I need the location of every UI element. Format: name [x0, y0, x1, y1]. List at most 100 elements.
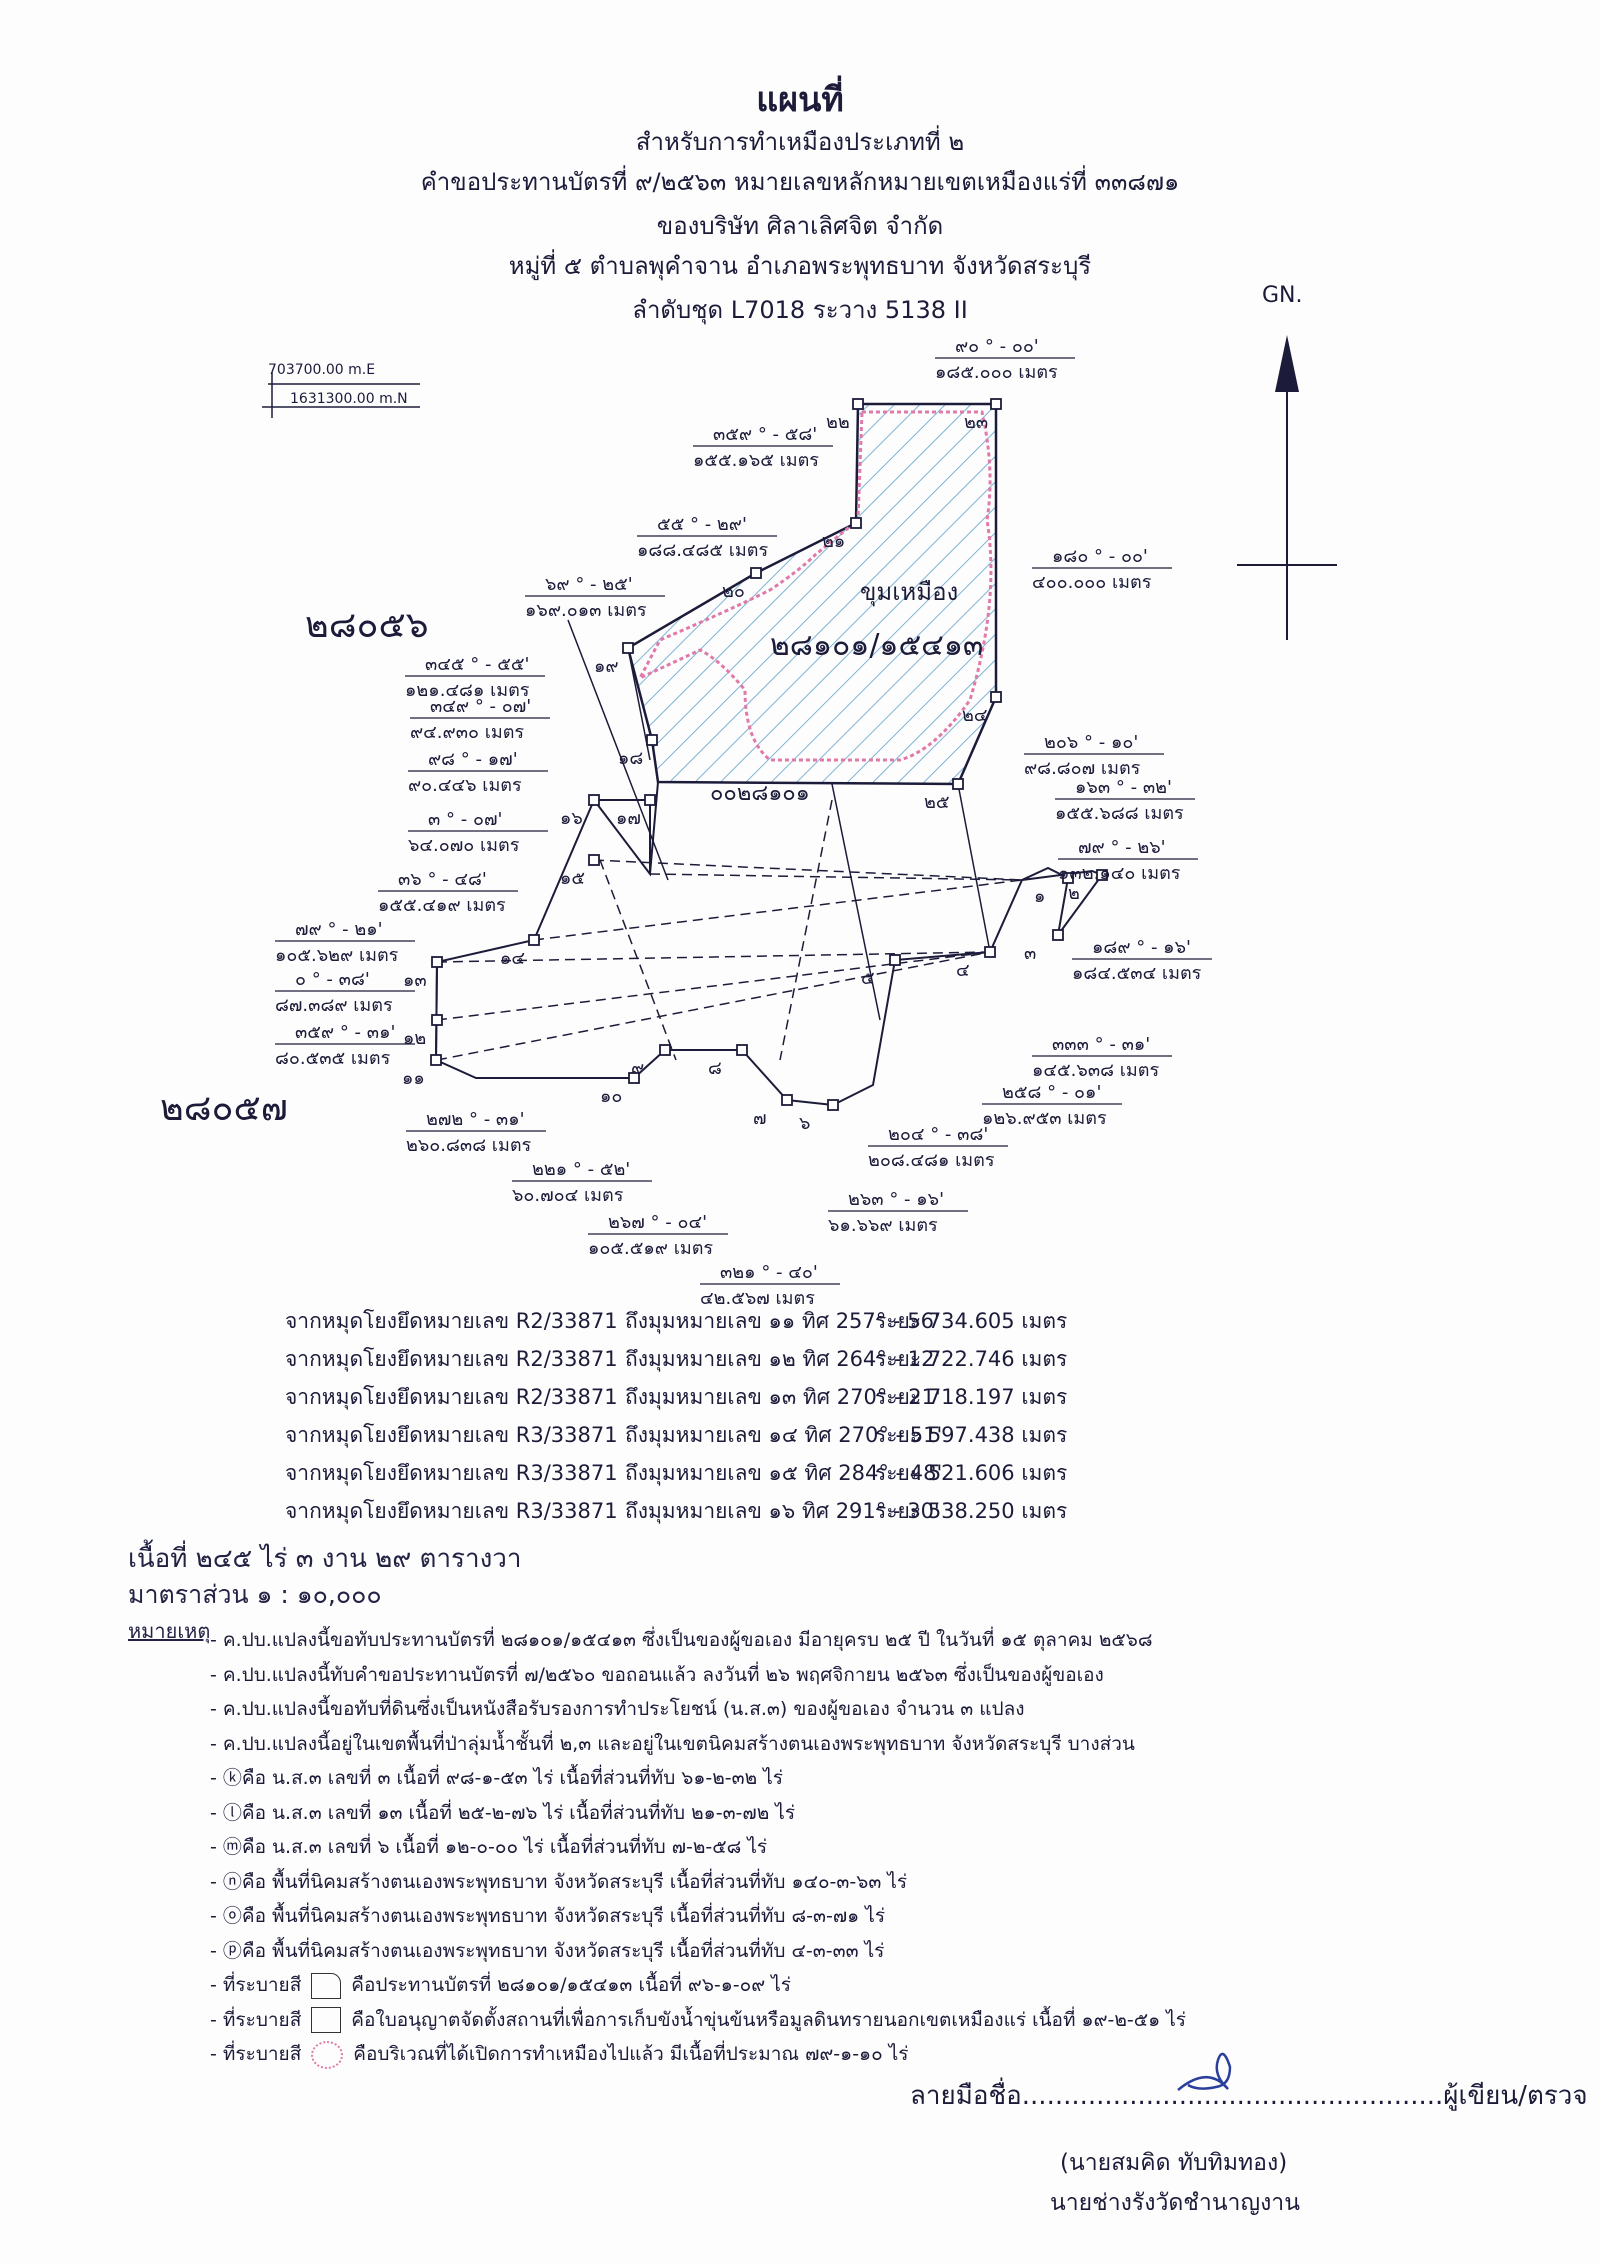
tie-distance-from: จากหมุดโยงยึดหมายเลข R2/33871	[285, 1309, 618, 1333]
tie-distance-dist: ระยะ 722.746 เมตร	[875, 1347, 1068, 1371]
corner-number: ๓	[1024, 943, 1036, 964]
tie-distance-from: จากหมุดโยงยึดหมายเลข R3/33871	[285, 1499, 618, 1523]
application-boundary	[434, 781, 1104, 1107]
remark-item: - ค.ปบ.แปลงนี้ขอทับประทานบัตรที่ ๒๘๑๐๑/๑…	[210, 1629, 1153, 1651]
bearing-angle: ๓๔๙ ° - ๐๗'	[430, 696, 531, 717]
bearing-distance: ๘๗.๓๘๙ เมตร	[275, 995, 393, 1016]
legend-text: คือประทานบัตรที่ ๒๘๑๐๑/๑๕๔๑๓ เนื้อที่ ๙๖…	[351, 1974, 791, 1996]
corner-marker	[750, 567, 762, 579]
tie-distance-row: จากหมุดโยงยึดหมายเลข R2/33871 ถึงมุมหมายเ…	[285, 1305, 1075, 1338]
legend-swatch-icon	[311, 2040, 344, 2069]
bearing-distance: ๙๐.๔๔๖ เมตร	[408, 775, 522, 796]
legend-text: คือใบอนุญาตจัดตั้งสถานที่เพื่อการเก็บขัง…	[351, 2008, 1186, 2031]
bearing-angle: ๒๖๗ ° - ๐๔'	[608, 1212, 707, 1233]
bearing-angle: ๒๒๑ ° - ๕๒'	[532, 1159, 630, 1180]
bearing-angle: ๙๐ ° - ๐๐'	[955, 336, 1039, 357]
legend-item: - ที่ระบายสี คือประทานบัตรที่ ๒๘๑๐๑/๑๕๔๑๓…	[210, 1970, 791, 2000]
remark-item: - ค.ปบ.แปลงนี้ขอทับที่ดินซึ่งเป็นหนังสือ…	[210, 1698, 1025, 1720]
bearing-distance: ๔๐๐.๐๐๐ เมตร	[1032, 572, 1152, 593]
bearing-distance: ๒๐๘.๔๘๑ เมตร	[868, 1150, 995, 1171]
corner-marker	[1052, 929, 1064, 941]
bearing-angle: ๕๕ ° - ๒๙'	[657, 514, 747, 535]
corner-marker	[990, 398, 1002, 410]
tie-distance-to: ถึงมุมหมายเลข ๑๔ ทิศ 270° - 51'	[625, 1423, 943, 1447]
tie-distance-to: ถึงมุมหมายเลข ๑๓ ทิศ 270° - 21'	[625, 1385, 941, 1409]
corner-marker	[628, 1072, 640, 1084]
corner-number: ๑๐	[600, 1086, 622, 1107]
north-label: GN.	[1262, 283, 1303, 308]
tie-distance-dist: ระยะ 521.606 เมตร	[875, 1461, 1068, 1485]
tie-distance-from: จากหมุดโยงยึดหมายเลข R3/33871	[285, 1423, 618, 1447]
map-title: แผนที่	[756, 80, 844, 120]
bearing-angle: ๓๔๕ ° - ๕๕'	[425, 654, 529, 675]
corner-marker	[952, 778, 964, 790]
bearing-distance: ๑๒๑.๔๘๑ เมตร	[405, 680, 530, 701]
bearing-distance: ๔๒.๕๖๗ เมตร	[700, 1288, 815, 1309]
tie-distance-dist: ระยะ 734.605 เมตร	[875, 1309, 1068, 1333]
legend-text: คือบริเวณที่ได้เปิดการทำเหมืองไปแล้ว มีเ…	[353, 2043, 909, 2065]
bearing-distance: ๑๒๖.๙๕๓ เมตร	[982, 1108, 1107, 1129]
corner-number: ๑๗	[616, 808, 641, 829]
corner-number: ๒	[1068, 883, 1080, 904]
bearing-angle: ๓๖ ° - ๔๘'	[398, 869, 487, 890]
corner-number: ๒๑	[822, 531, 845, 552]
corner-number: ๒๕	[924, 792, 950, 813]
application-boundary-south	[435, 961, 438, 1061]
easting-label: 703700.00 m.E	[268, 362, 375, 378]
bearing-distance: ๑๐๕.๕๑๙ เมตร	[588, 1238, 713, 1259]
bearing-distance: ๙๘.๘๐๗ เมตร	[1024, 758, 1141, 779]
corner-marker	[736, 1044, 748, 1056]
corner-number: ๒๔	[962, 705, 988, 726]
concession-number-label: ๐๐๒๘๑๐๑	[710, 781, 810, 806]
bearing-distance: ๑๕๕.๔๑๙ เมตร	[378, 895, 506, 916]
bearing-distance: ๖๑.๖๖๙ เมตร	[828, 1215, 938, 1236]
signature-line: ลายมือชื่อ..............................…	[910, 2081, 1588, 2111]
reference-lines	[436, 799, 1023, 1061]
corner-marker	[984, 946, 996, 958]
corner-marker	[827, 1099, 839, 1111]
tie-distance-row: จากหมุดโยงยึดหมายเลข R2/33871 ถึงมุมหมายเ…	[285, 1343, 1075, 1376]
bearing-angle: ๒๐๔ ° - ๓๘'	[888, 1124, 988, 1145]
mine-area-label: ขุมเหมือง	[860, 578, 958, 607]
bearing-angle: ๓ ° - ๐๗'	[428, 809, 502, 830]
bearing-angle: ๒๗๒ ° - ๓๑'	[426, 1109, 525, 1130]
bearing-distance: ๑๓๒.๑๔๐ เมตร	[1058, 863, 1181, 884]
tie-distance-from: จากหมุดโยงยึดหมายเลข R2/33871	[285, 1347, 618, 1371]
bearing-distance: ๑๕๕.๑๖๕ เมตร	[693, 450, 819, 471]
remark-item: - ค.ปบ.แปลงนี้ทับคำขอประทานบัตรที่ ๗/๒๕๖…	[210, 1663, 1104, 1686]
corner-number: ๑๓	[403, 970, 427, 991]
bearing-distance: ๙๔.๙๓๐ เมตร	[410, 722, 524, 743]
surveyor-name: (นายสมคิด ทับทิมทอง)	[1060, 2150, 1288, 2176]
bearing-angle: ๙๘ ° - ๑๗'	[428, 749, 518, 770]
legend-prefix: - ที่ระบายสี	[210, 2008, 302, 2031]
legend-prefix: - ที่ระบายสี	[210, 1974, 302, 1996]
adjacent-parcel-2: ๒๘๐๕๗	[160, 1088, 288, 1129]
remark-item: - ค.ปบ.แปลงนี้อยู่ในเขตพื้นที่ป่าลุ่มน้ำ…	[210, 1732, 1135, 1755]
bearing-distance: ๒๖๐.๘๓๘ เมตร	[406, 1135, 532, 1156]
bearing-angle: ๒๖๓ ° - ๑๖'	[848, 1189, 944, 1210]
corner-marker	[431, 1014, 443, 1026]
tie-distance-to: ถึงมุมหมายเลข ๑๑ ทิศ 257° - 56'	[625, 1309, 940, 1333]
remark-item: - ⓜคือ น.ส.๓ เลขที่ ๖ เนื้อที่ ๑๒-๐-๐๐ ไ…	[210, 1836, 768, 1858]
corner-marker	[430, 1054, 442, 1066]
location: หมู่ที่ ๕ ตำบลพุคำจาน อำเภอพระพุทธบาท จั…	[508, 252, 1092, 280]
bearing-distance: ๑๘๕.๐๐๐ เมตร	[935, 362, 1058, 383]
tie-distance-to: ถึงมุมหมายเลข ๑๒ ทิศ 264° - 12'	[625, 1347, 941, 1371]
corner-marker	[644, 794, 656, 806]
bearing-angle: ๓๕๙ ° - ๕๘'	[713, 424, 817, 445]
legend-swatch-icon	[311, 2007, 342, 2033]
bearing-distance: ๖๔.๐๗๐ เมตร	[408, 835, 520, 856]
bearing-distance: ๑๘๘.๔๘๕ เมตร	[637, 540, 768, 561]
bearing-distance: ๑๕๕.๖๘๘ เมตร	[1055, 803, 1184, 824]
corner-marker	[850, 517, 862, 529]
parcel-lines	[567, 619, 991, 1021]
bearing-distance: ๑๐๕.๖๒๙ เมตร	[275, 945, 399, 966]
adjacent-parcel-1: ๒๘๐๕๖	[305, 605, 429, 646]
bearing-distance: ๑๘๔.๕๓๔ เมตร	[1072, 963, 1202, 984]
bearing-angle: ๓๓๓ ° - ๓๑'	[1052, 1034, 1150, 1055]
bearing-angle: ๒๐๖ ° - ๑๐'	[1044, 732, 1138, 753]
corner-number: ๑	[1034, 886, 1045, 907]
corner-markers: ๑๒๓๔๕๖๗๘๙๑๐๑๑๑๒๑๓๑๔๑๕๑๖๑๗๑๘๑๙๒๐๒๑๒๒๒๓๒๔๒…	[402, 398, 1108, 1134]
